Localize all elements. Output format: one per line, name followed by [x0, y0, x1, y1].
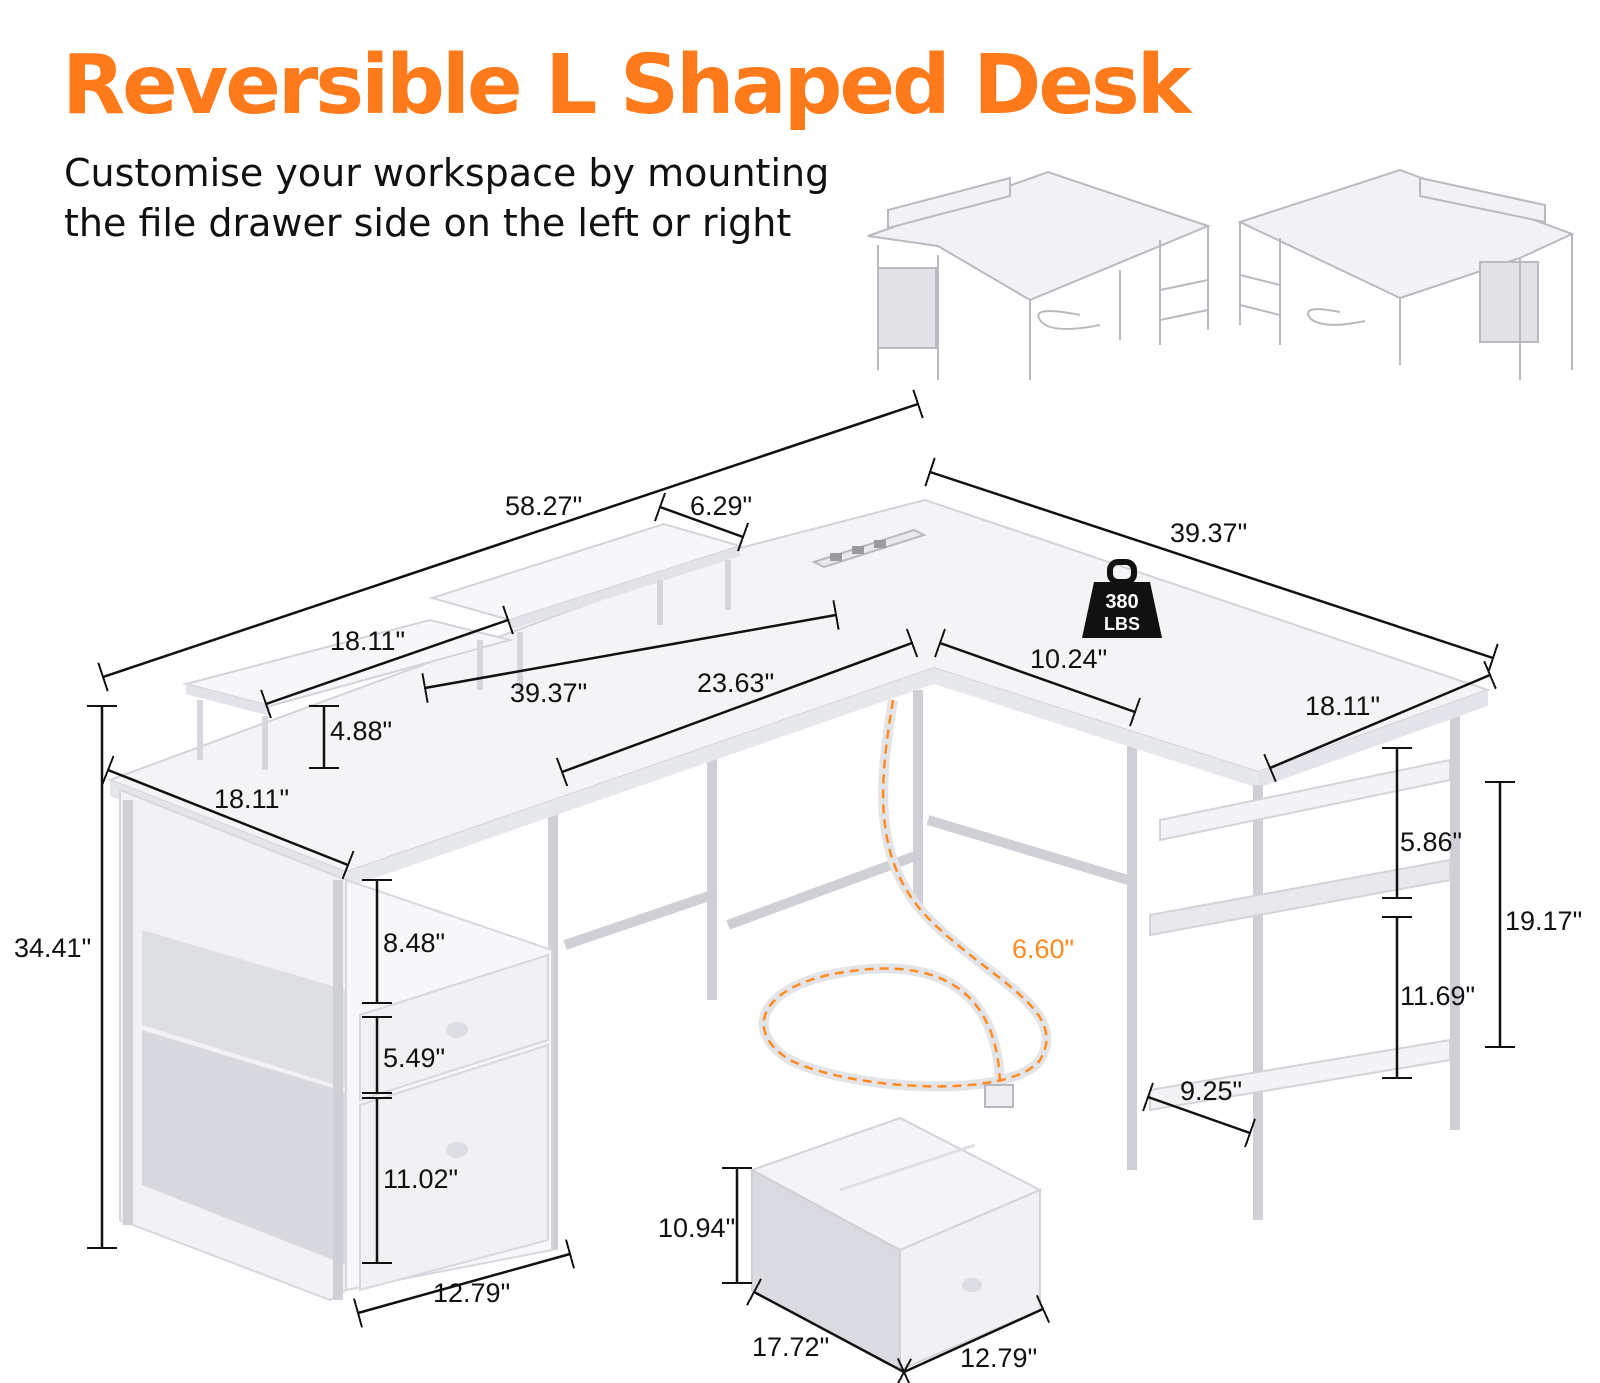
dim-drawer-length: 17.72"	[752, 1332, 829, 1362]
power-cord	[758, 699, 1052, 1108]
dim-return-depth: 18.11"	[1305, 691, 1380, 721]
subtitle-line-1: Customise your workspace by mounting	[64, 151, 830, 195]
dim-inner-span: 23.63"	[697, 668, 774, 698]
dim-return-length: 39.37"	[1170, 518, 1247, 548]
dim-drawer-small: 5.49"	[383, 1043, 445, 1073]
dim-cabinet-width: 12.79"	[433, 1278, 510, 1308]
dim-shelf-bottom-gap: 11.69"	[1400, 981, 1475, 1011]
file-cabinet	[119, 788, 553, 1302]
dim-total-height: 34.41"	[14, 933, 91, 963]
dim-shelf-unit-height: 19.17"	[1505, 906, 1582, 936]
dim-shelf-span: 10.24"	[1030, 644, 1107, 674]
dim-total-length: 58.27"	[505, 491, 582, 521]
dim-desk-depth: 18.11"	[214, 784, 289, 814]
dim-drawer-large: 11.02"	[383, 1164, 458, 1194]
dim-riser-depth: 6.29"	[690, 491, 752, 521]
dim-shelf-depth: 9.25"	[1180, 1076, 1242, 1106]
dim-drawer-height: 10.94"	[658, 1213, 735, 1243]
dim-drawer-width: 12.79"	[960, 1343, 1037, 1373]
dimension-labels: 58.27" 6.29" 39.37" 18.11" 39.37" 23.63"…	[14, 491, 1582, 1373]
dim-cord-length: 6.60"	[1012, 934, 1074, 964]
variant-left-thumbnail	[867, 170, 1211, 380]
dim-desk-inner-length: 39.37"	[510, 678, 587, 708]
product-title: Reversible L Shaped Desk	[62, 38, 1191, 133]
variant-right-thumbnail	[1237, 168, 1575, 380]
dimension-lines	[102, 404, 1500, 1372]
weight-badge-unit: LBS	[1104, 614, 1140, 634]
main-desk: 380 LBS	[107, 498, 1492, 1372]
product-subtitle: Customise your workspace by mounting the…	[64, 148, 829, 248]
weight-badge-value: 380	[1105, 591, 1138, 613]
dim-riser-height: 4.88"	[330, 716, 392, 746]
dim-cabinet-open-shelf: 8.48"	[383, 928, 445, 958]
subtitle-line-2: the file drawer side on the left or righ…	[64, 201, 792, 245]
dim-shelf-top-gap: 5.86"	[1400, 827, 1462, 857]
dim-riser-length: 18.11"	[330, 626, 405, 656]
